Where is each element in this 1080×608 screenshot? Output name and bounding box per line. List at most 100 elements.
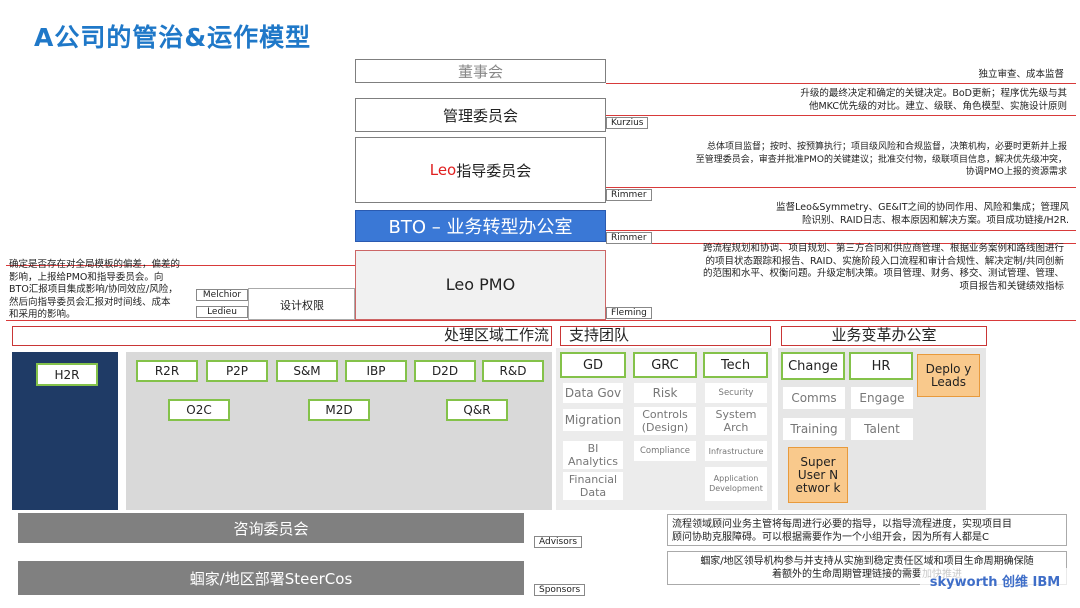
bto-office-section-header: 业务变革办公室	[781, 326, 987, 346]
process-p2p[interactable]: P2P	[206, 360, 268, 382]
advisory-note: 流程领域顾问业务主管将每周进行必要的指导，以指导流程进度，实现项目目 顾问协助克…	[667, 514, 1067, 546]
process-sm-label: S&M	[293, 364, 321, 378]
melchior-tag: Melchior	[196, 289, 248, 301]
leo-connector	[606, 187, 1076, 188]
gd-migration-label: Migration	[564, 412, 622, 427]
tech-security-label: Security	[718, 387, 754, 398]
watermark-logo: skyworth 创维 IBM	[920, 568, 1070, 598]
rimmer-tag-2: Rimmer	[606, 232, 652, 244]
hr-header-label: HR	[871, 358, 891, 374]
note-line: 流程领域顾问业务主管将每周进行必要的指导，以指导流程进度，实现项目目	[672, 519, 1012, 530]
ledieu-tag: Ledieu	[196, 306, 248, 318]
process-m2d-label: M2D	[325, 403, 353, 417]
process-d2d-label: D2D	[431, 364, 459, 378]
process-sm[interactable]: S&M	[276, 360, 338, 382]
pmo-label: Leo PMO	[445, 275, 516, 294]
advisors-tag: Advisors	[534, 536, 583, 548]
grc-risk-label: Risk	[652, 385, 678, 400]
process-rd-label: R&D	[499, 364, 527, 378]
bottom-connector	[6, 320, 1076, 321]
grc-risk: Risk	[634, 383, 696, 403]
super-user-network-label: Super User Networ k	[795, 454, 841, 495]
mgmt-committee-box: 管理委员会	[355, 98, 606, 132]
gd-migration: Migration	[563, 409, 623, 431]
process-qr[interactable]: Q&R	[446, 399, 508, 421]
grc-compliance: Compliance	[634, 441, 696, 461]
support-tech[interactable]: Tech	[703, 352, 768, 378]
steercos-label: 蝈家/地区部署SteerCos	[189, 569, 353, 588]
tech-system-arch-label: System Arch	[715, 408, 757, 434]
process-m2d[interactable]: M2D	[308, 399, 370, 421]
pmo-note: 跨流程规划和协调、项目规划、第三方合同和供应商管理、根据业务案例和路线图进行 的…	[612, 243, 1064, 293]
note-line: 监督Leo&Symmetry、GE&IT之间的协同作用、风险和集成；管理风	[776, 202, 1069, 213]
board-label: 董事会	[457, 62, 503, 81]
advisory-label: 咨询委员会	[233, 519, 309, 538]
rimmer-tag-1: Rimmer	[606, 189, 652, 201]
mgmt-committee-label: 管理委员会	[442, 106, 518, 125]
deploy-leads-label: Deplo y Leads	[925, 361, 972, 389]
grc-controls-label: Controls (Design)	[641, 408, 689, 434]
support-gd[interactable]: GD	[560, 352, 626, 378]
deploy-leads-box: Deplo y Leads	[917, 354, 980, 397]
change-header-label: Change	[788, 358, 838, 374]
note-line: 蝈家/地区领导机构参与并支持从实施到稳定责任区域和项目生命周期确保随	[700, 556, 1034, 567]
process-r2r-label: R2R	[154, 364, 180, 378]
grc-compliance-label: Compliance	[639, 445, 691, 456]
hr-header[interactable]: HR	[849, 352, 913, 380]
board-note: 独立审查、成本监督	[612, 69, 1064, 82]
process-o2c[interactable]: O2C	[168, 399, 230, 421]
bto-box: BTO – 业务转型办公室	[355, 210, 606, 242]
support-gd-label: GD	[582, 357, 604, 373]
page-title: A公司的管治&运作模型	[34, 23, 312, 52]
leo-steering-label: 指导委员会	[456, 161, 532, 180]
gd-financial-data-label: Financial Data	[568, 473, 618, 499]
change-comms: Comms	[783, 387, 845, 409]
note-line: 升级的最终决定和确定的关键决定。BoD更新；程序优先级与其	[800, 88, 1067, 99]
mgmt-connector	[606, 115, 1076, 116]
board-connector	[606, 83, 1076, 84]
support-grc-label: GRC	[651, 357, 679, 373]
hr-engage: Engage	[851, 387, 913, 409]
support-section-label: 支持团队	[569, 326, 630, 344]
note-line: 项目报告和关键绩效指标	[959, 280, 1064, 292]
sponsors-tag: Sponsors	[534, 584, 586, 596]
watermark-text: skyworth 创维 IBM	[929, 575, 1061, 590]
process-ibp[interactable]: IBP	[345, 360, 407, 382]
tech-app-dev-label: Application Development	[709, 474, 763, 493]
note-line: 独立审查、成本监督	[978, 69, 1064, 80]
note-line: 顾问协助克服障碍。可以根据需要作为一个小组开会，因为所有人都是C	[672, 532, 989, 543]
note-line: 和采用的影响。	[9, 309, 76, 320]
process-rd[interactable]: R&D	[482, 360, 544, 382]
note-line: 的范围和水平、权衡问题。升级定制决策。项目管理、财务、移交、测试管理、管理、	[702, 268, 1064, 279]
gd-financial-data: Financial Data	[563, 472, 623, 500]
process-d2d[interactable]: D2D	[414, 360, 476, 382]
fleming-tag: Fleming	[606, 307, 652, 319]
note-line: 跨流程规划和协调、项目规划、第三方合同和供应商管理、根据业务案例和路线图进行	[702, 243, 1064, 254]
tech-app-dev: Application Development	[705, 467, 767, 501]
mgmt-note: 升级的最终决定和确定的关键决定。BoD更新；程序优先级与其 他MKC优先级的对比…	[612, 88, 1067, 113]
note-line: 确定是否存在对全局模板的偏差，偏差的	[9, 259, 181, 270]
note-line: 总体项目监督；按时、按预算执行；项目级风险和合规监督，决策机构，必要时更新并上报	[706, 142, 1067, 152]
change-training-label: Training	[790, 421, 838, 436]
process-section-label: 处理区域工作流	[443, 326, 549, 344]
design-bracket	[248, 288, 355, 320]
support-section-header: 支持团队	[560, 326, 771, 346]
gd-bi-analytics-label: BI Analytics	[568, 442, 618, 468]
board-box: 董事会	[355, 59, 606, 83]
note-line: 然后向指导委员会汇报对时间线、成本	[9, 296, 171, 308]
note-line: 着额外的生命周期管理链接的需要加快推进	[772, 569, 962, 580]
leo-prefix: Leo	[429, 161, 457, 179]
leo-note: 总体项目监督；按时、按预算执行；项目级风险和合规监督，决策机构，必要时更新并上报…	[612, 141, 1067, 179]
change-header[interactable]: Change	[781, 352, 845, 380]
process-qr-label: Q&R	[463, 403, 491, 417]
process-r2r[interactable]: R2R	[136, 360, 198, 382]
kurzius-tag: Kurzius	[606, 117, 649, 129]
support-grc[interactable]: GRC	[633, 352, 697, 378]
change-training: Training	[783, 418, 845, 440]
process-p2p-label: P2P	[225, 364, 249, 378]
tech-security: Security	[705, 383, 767, 403]
left-connector	[6, 265, 356, 266]
grc-controls: Controls (Design)	[634, 407, 696, 435]
process-h2r[interactable]: H2R	[36, 363, 98, 386]
